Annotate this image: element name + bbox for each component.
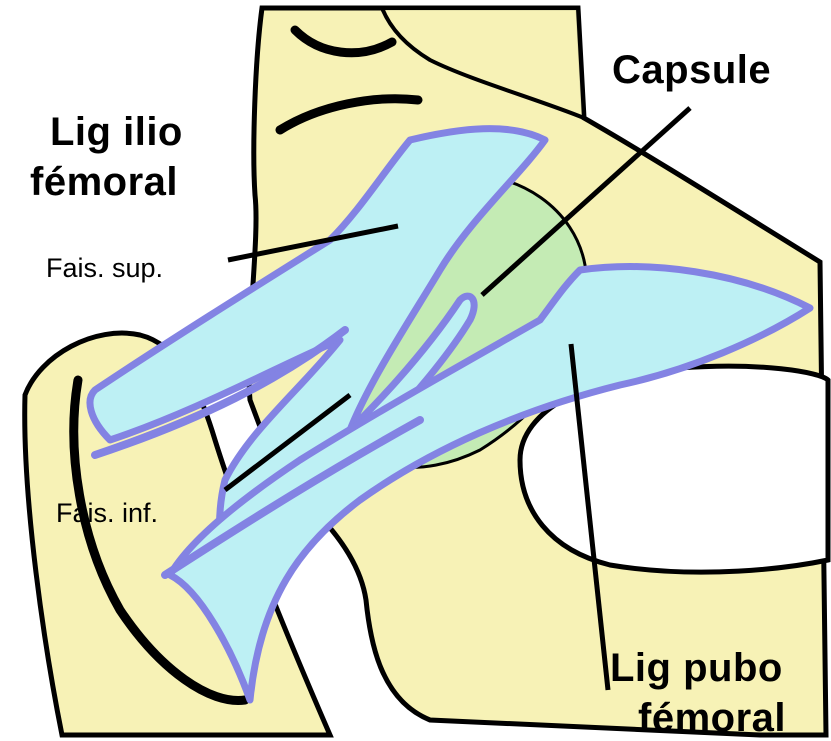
label-lig-ilio-line1: Lig ilio [50, 112, 183, 152]
label-fais-inf: Fais. inf. [56, 500, 158, 527]
label-lig-ilio-line2: fémoral [30, 162, 178, 202]
label-lig-pubo-line2: fémoral [638, 698, 786, 738]
label-capsule: Capsule [612, 50, 771, 90]
label-fais-sup: Fais. sup. [46, 255, 163, 282]
label-lig-pubo-line1: Lig pubo [610, 648, 783, 688]
